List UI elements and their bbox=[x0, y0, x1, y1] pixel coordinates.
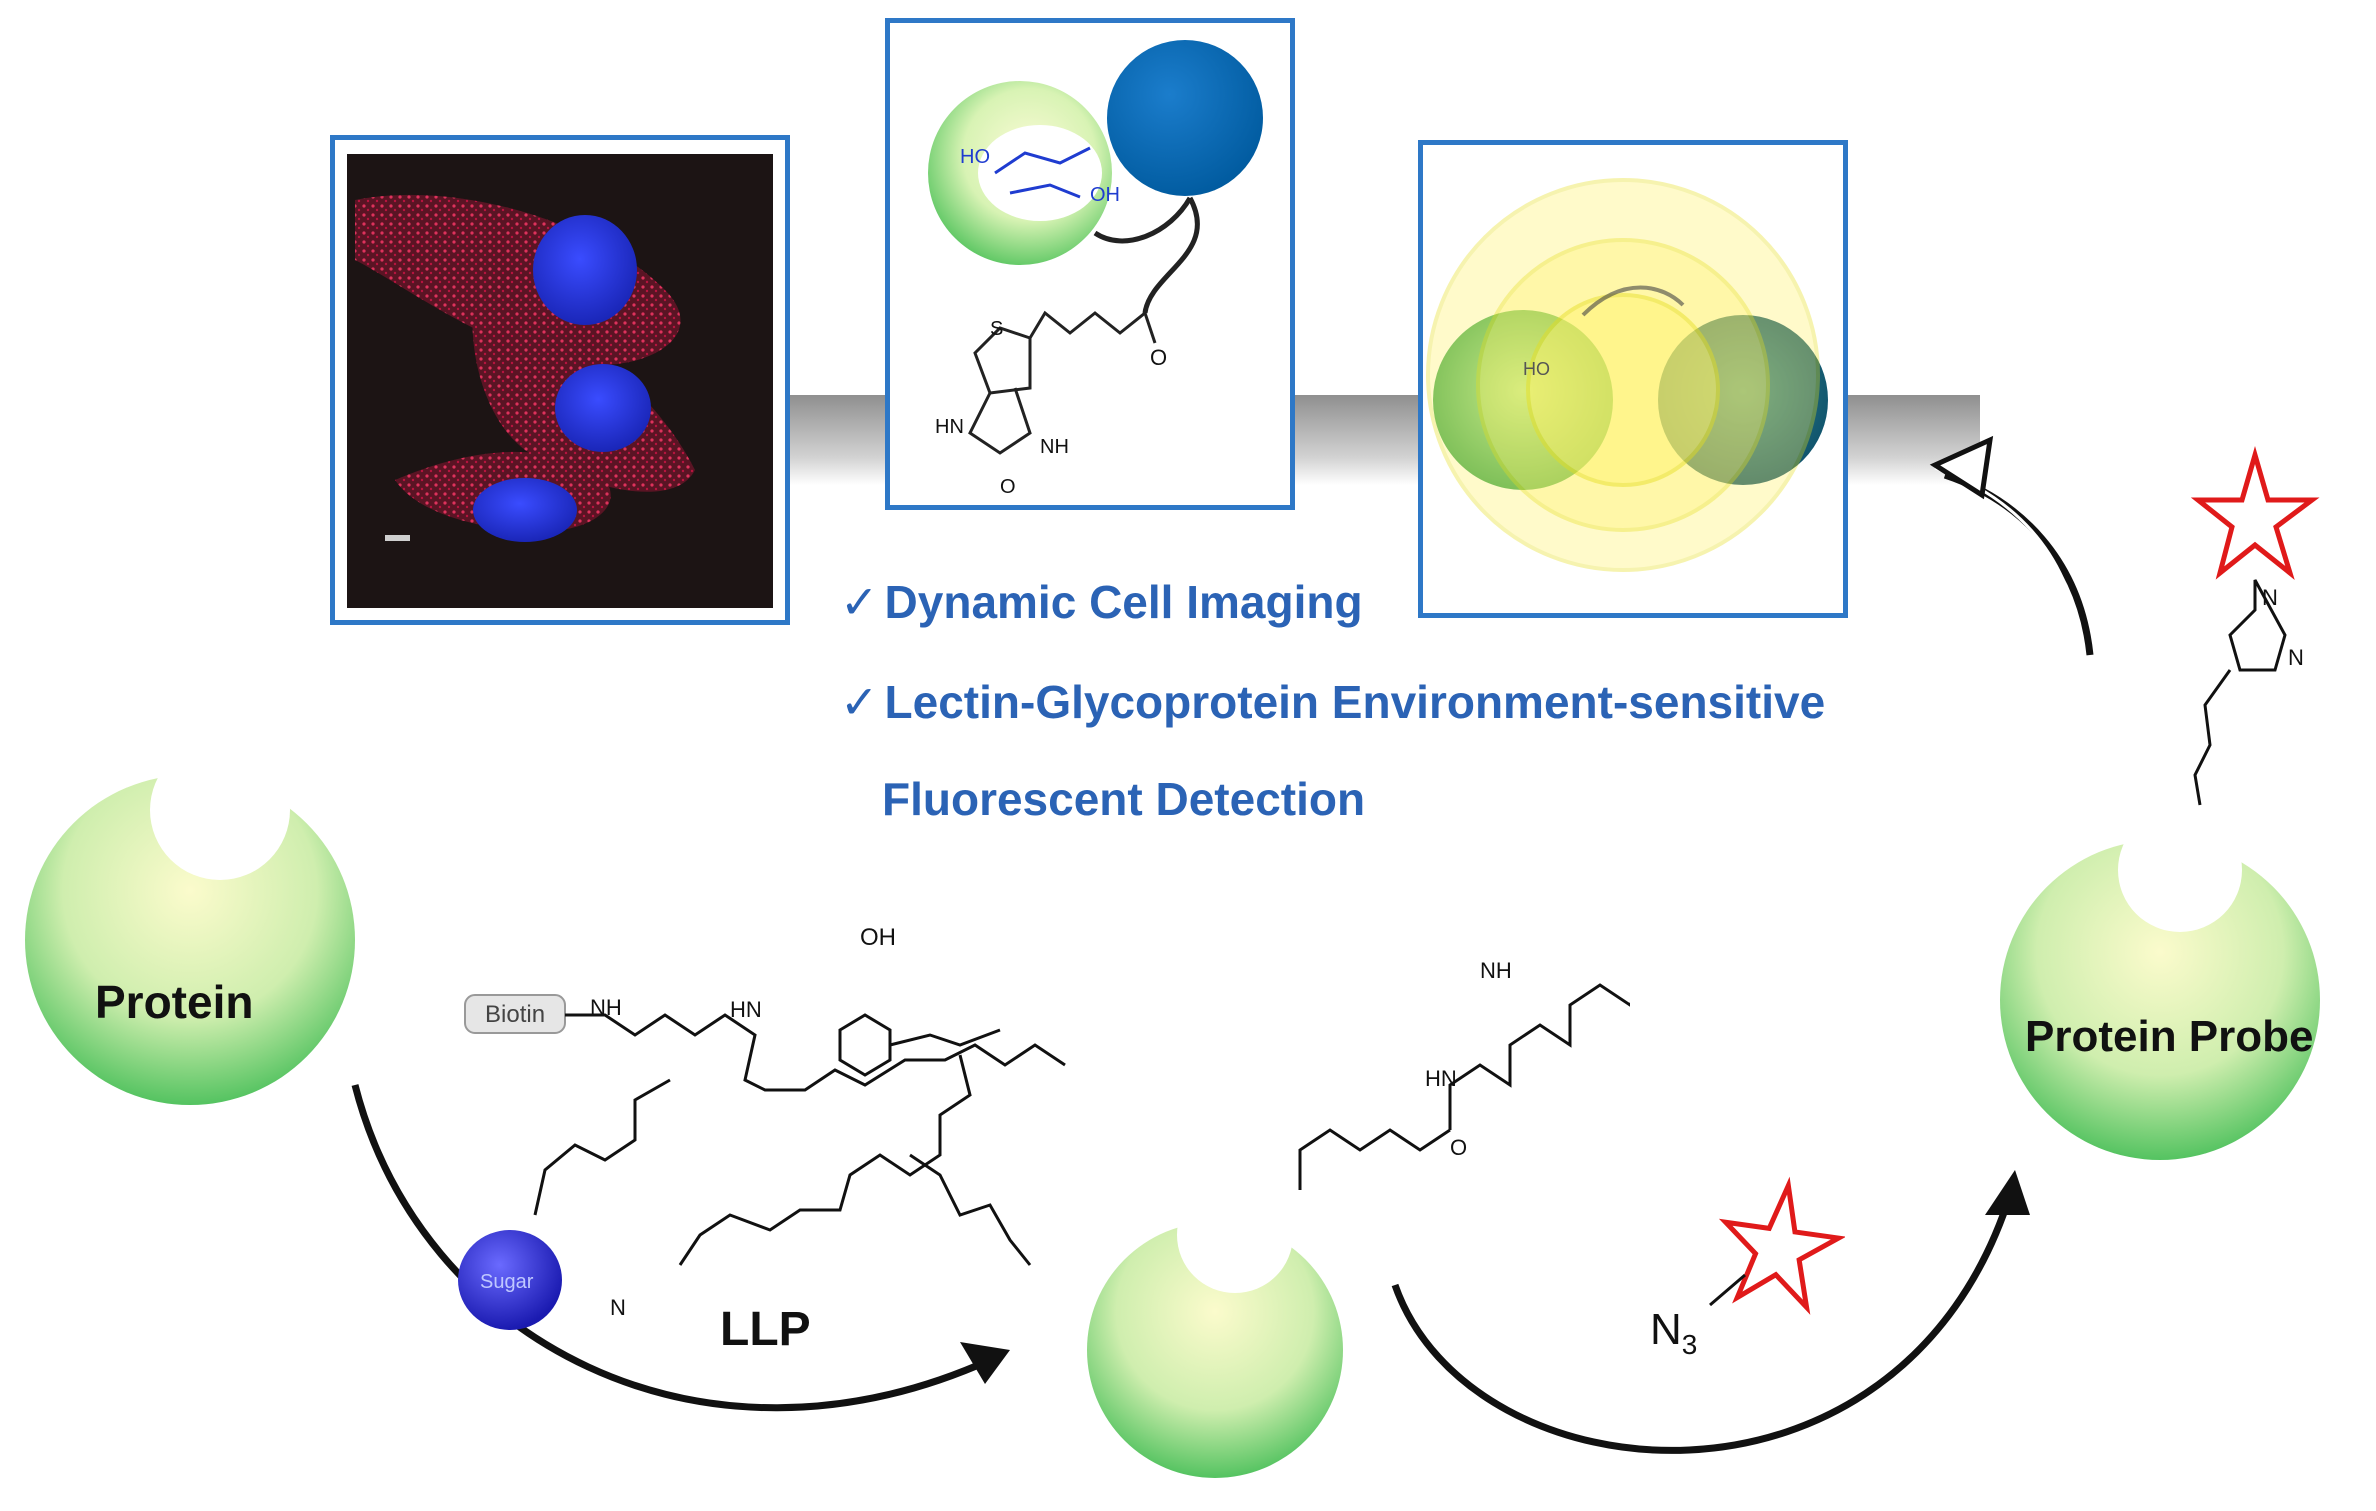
cell-micrograph bbox=[347, 154, 773, 608]
chem-n2: N bbox=[2288, 645, 2304, 670]
molecule-icon: Biotin OH HN NH Sugar N LLP bbox=[458, 924, 1066, 1355]
chem-o2: O bbox=[1000, 476, 1016, 498]
protein-icon bbox=[1087, 1177, 1343, 1478]
azide-label: N3 bbox=[1650, 1305, 1698, 1360]
check-icon: ✓ bbox=[840, 576, 879, 628]
star-icon: N N bbox=[2190, 445, 2320, 806]
chem-hn-mid: HN bbox=[1425, 1066, 1457, 1091]
chem-nh-llp: NH bbox=[590, 995, 622, 1020]
chem-nh-mid: NH bbox=[1480, 958, 1512, 983]
protein-probe-label: Protein Probe bbox=[2025, 1012, 2314, 1061]
chem-oh-llp: OH bbox=[860, 924, 896, 951]
chem-n1: N bbox=[2262, 585, 2278, 610]
llp-label: LLP bbox=[720, 1303, 811, 1355]
star-icon bbox=[1709, 1176, 1845, 1315]
chem-s: S bbox=[990, 318, 1003, 340]
check-icon: ✓ bbox=[840, 676, 879, 728]
chem-nh: NH bbox=[1040, 436, 1069, 458]
fluorescence-illustration: HO bbox=[1426, 178, 1828, 572]
chem-n-llp: N bbox=[610, 1295, 626, 1320]
chem-hn-llp: HN bbox=[730, 997, 762, 1022]
binding-panel: HO OH O S HN NH O bbox=[885, 18, 1295, 510]
biotin-tag: Biotin bbox=[485, 1001, 545, 1028]
chem-hn: HN bbox=[935, 416, 964, 438]
feature-2: ✓Lectin-Glycoprotein Environment-sensiti… bbox=[840, 676, 1826, 728]
binding-illustration: HO OH O S HN NH O bbox=[928, 40, 1263, 498]
fluorescence-panel: HO bbox=[1418, 140, 1848, 618]
chem-ho: HO bbox=[960, 146, 990, 168]
chem-o: O bbox=[1150, 345, 1167, 370]
micrograph-panel bbox=[330, 135, 790, 625]
sugar-label: Sugar bbox=[480, 1271, 534, 1293]
protein-icon bbox=[2000, 808, 2320, 1160]
chem-o-mid: O bbox=[1450, 1135, 1467, 1160]
chem-ho-2: HO bbox=[1523, 359, 1550, 379]
protein-icon bbox=[25, 740, 355, 1105]
protein-label: Protein bbox=[95, 976, 254, 1028]
feature-3: Fluorescent Detection bbox=[882, 773, 1366, 825]
feature-1: ✓Dynamic Cell Imaging bbox=[840, 576, 1363, 628]
chem-oh: OH bbox=[1090, 184, 1120, 206]
molecule-icon: HN NH O bbox=[1298, 958, 1630, 1190]
